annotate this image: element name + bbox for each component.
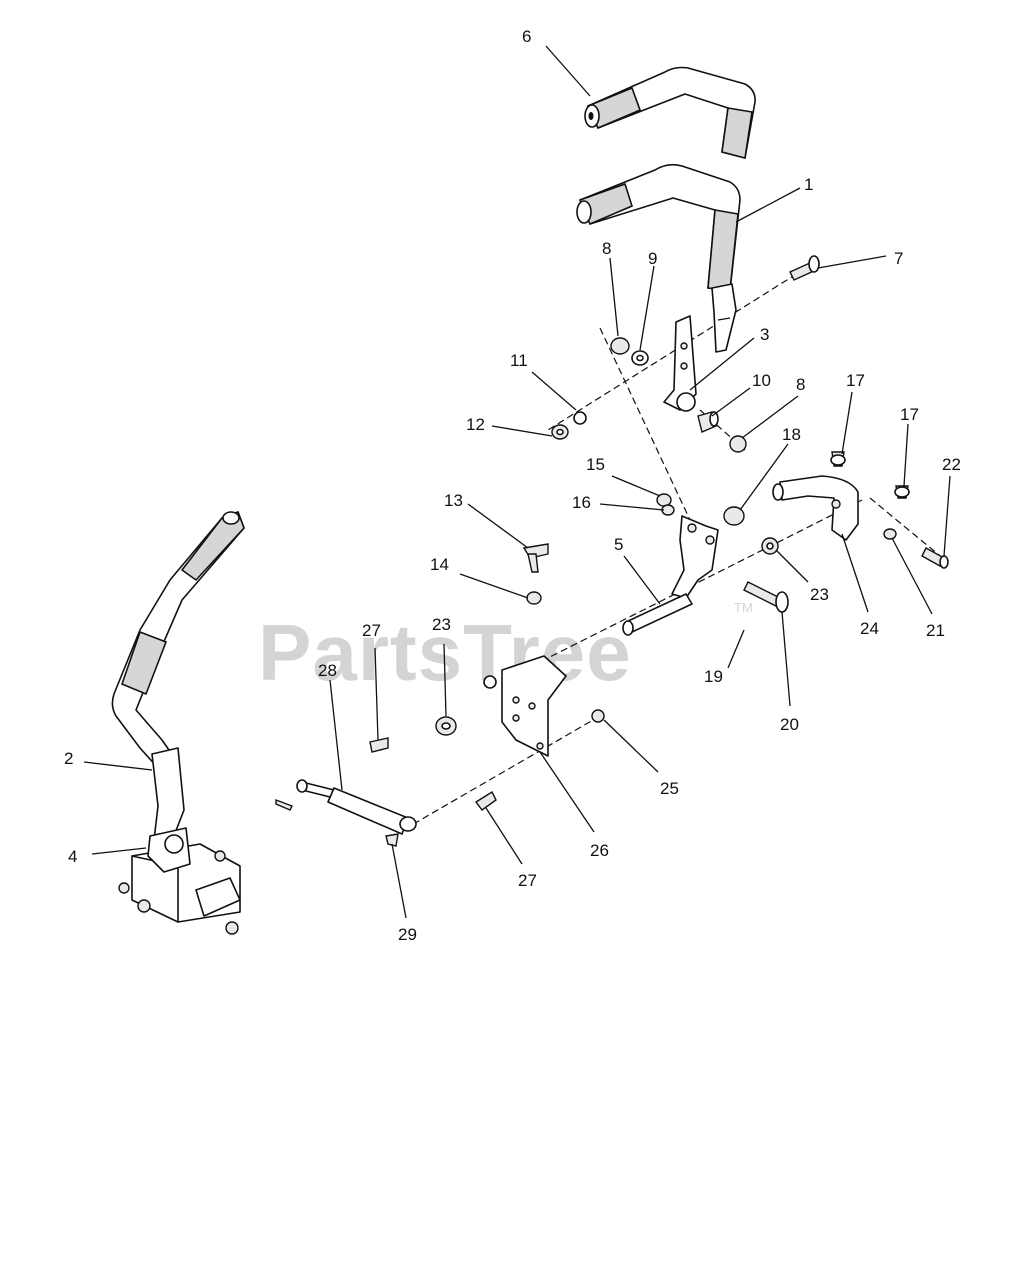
- callout-17: 17: [846, 371, 865, 390]
- clip-small: [275, 798, 293, 811]
- control-handle: [576, 163, 741, 353]
- callout-14: 14: [430, 555, 449, 574]
- nut-21: [883, 528, 897, 540]
- callout-28: 28: [318, 661, 337, 680]
- washer-11: [573, 411, 587, 425]
- callout-5: 5: [614, 535, 623, 554]
- callout-25: 25: [660, 779, 679, 798]
- bolt-13: [522, 543, 549, 573]
- callout-27: 27: [362, 621, 381, 640]
- spacer-10: [697, 411, 719, 433]
- callout-26: 26: [590, 841, 609, 860]
- pin-20: [743, 581, 789, 613]
- bushing-18: [723, 506, 745, 526]
- callout-11: 11: [510, 351, 528, 370]
- control-base: [118, 827, 241, 935]
- callout-24: 24: [860, 619, 879, 638]
- leader-lines: [83, 45, 951, 919]
- bolt-17-a: [830, 451, 846, 467]
- bracket-24: [772, 475, 859, 541]
- washer-9: [631, 350, 649, 366]
- callout-8b: 8: [796, 375, 805, 394]
- watermark-trademark: TM: [734, 600, 753, 615]
- mounting-plate: [483, 655, 567, 757]
- callout-3: 3: [760, 325, 769, 344]
- damper: [296, 779, 417, 835]
- control-handle-left: [111, 510, 245, 847]
- callout-23b: 23: [432, 615, 451, 634]
- bushing-23-right: [761, 537, 779, 555]
- callout-16: 16: [572, 493, 591, 512]
- ball-stud-27-upper: [369, 737, 389, 753]
- callout-10: 10: [752, 371, 771, 390]
- callout-8: 8: [602, 239, 611, 258]
- callout-12: 12: [466, 415, 485, 434]
- callout-27b: 27: [518, 871, 537, 890]
- bolt-17-b: [894, 485, 910, 499]
- ball-stud-27-lower: [474, 790, 497, 811]
- callout-7: 7: [894, 249, 903, 268]
- nut-25: [591, 709, 605, 723]
- lever-arm: [663, 315, 697, 412]
- control-handle-upper: [584, 66, 756, 159]
- callout-9: 9: [648, 249, 657, 268]
- clip-29: [385, 833, 399, 847]
- callout-15: 15: [586, 455, 605, 474]
- callout-1: 1: [804, 175, 813, 194]
- callout-2: 2: [64, 749, 73, 768]
- bolt-22: [921, 547, 949, 569]
- callout-13: 13: [444, 491, 463, 510]
- bushing-8-upper: [610, 337, 630, 355]
- callout-21: 21: [926, 621, 945, 640]
- bushing-23-left: [435, 716, 457, 736]
- pivot-shaft: [622, 515, 719, 636]
- callout-19: 19: [704, 667, 723, 686]
- bushing-8-lower: [729, 435, 747, 453]
- callout-23: 23: [810, 585, 829, 604]
- callout-20: 20: [780, 715, 799, 734]
- nut-14: [526, 591, 542, 605]
- callout-29: 29: [398, 925, 417, 944]
- callout-4: 4: [68, 847, 77, 866]
- callout-22: 22: [942, 455, 961, 474]
- nut-12: [551, 424, 569, 440]
- callout-6: 6: [522, 27, 531, 46]
- callout-labels: 6 1 7 8 9 3 11 10 8 12 17 17 18 22 15 16…: [64, 27, 961, 944]
- callout-18: 18: [782, 425, 801, 444]
- bolt-7: [789, 255, 820, 281]
- callout-17b: 17: [900, 405, 919, 424]
